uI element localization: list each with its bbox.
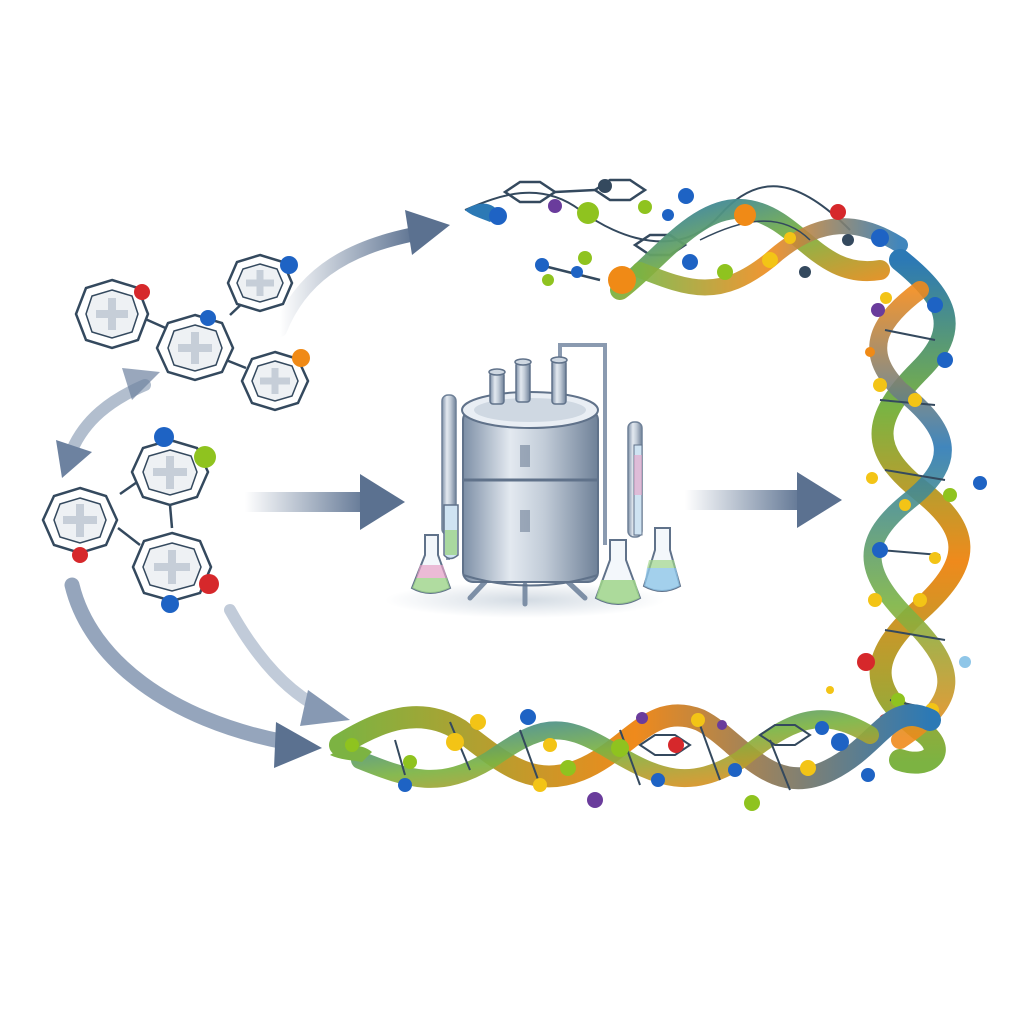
- atom: [154, 427, 174, 447]
- atom: [548, 199, 562, 213]
- molecule-ring: [74, 278, 150, 350]
- atom: [868, 593, 882, 607]
- atom: [857, 653, 875, 671]
- atom: [927, 297, 943, 313]
- left-flask: [410, 534, 452, 594]
- atom: [937, 352, 953, 368]
- atom: [959, 656, 971, 668]
- atom: [577, 202, 599, 224]
- atom: [542, 274, 554, 286]
- dna-helix-right: [857, 249, 987, 774]
- atom: [815, 721, 829, 735]
- atom: [636, 712, 648, 724]
- atom: [866, 472, 878, 484]
- atom: [598, 179, 612, 193]
- atom: [865, 347, 875, 357]
- atom: [678, 188, 694, 204]
- atom: [799, 266, 811, 278]
- right-flask: [594, 539, 642, 605]
- atom: [403, 755, 417, 769]
- atom: [842, 234, 854, 246]
- atom: [762, 252, 778, 268]
- atom: [891, 693, 905, 707]
- atom: [543, 738, 557, 752]
- atom: [913, 593, 927, 607]
- molecule-ring: [41, 486, 119, 555]
- atom: [489, 207, 507, 225]
- atom: [929, 552, 941, 564]
- straight-arrow-to-right-helix: [685, 472, 842, 528]
- atom: [72, 547, 88, 563]
- atom: [651, 773, 665, 787]
- atom: [717, 720, 727, 730]
- far-right-flask: [642, 527, 682, 592]
- atom: [520, 709, 536, 725]
- atom: [744, 795, 760, 811]
- atom: [691, 713, 705, 727]
- atom: [717, 264, 733, 280]
- atom: [861, 768, 875, 782]
- curved-arrow-to-top-helix: [273, 210, 450, 337]
- atom: [826, 686, 834, 694]
- atom: [292, 349, 310, 367]
- atom: [470, 714, 486, 730]
- atom: [872, 542, 888, 558]
- atom: [682, 254, 698, 270]
- atom: [668, 737, 684, 753]
- curved-arrow-inner-lower: [224, 604, 350, 726]
- atom: [943, 488, 957, 502]
- atom: [398, 778, 412, 792]
- atom: [194, 446, 216, 468]
- bioreactor: [385, 343, 682, 618]
- dna-helix-bottom: [329, 686, 941, 811]
- atom: [535, 258, 549, 272]
- curved-arrow-to-bottom-helix: [64, 577, 322, 768]
- atom: [199, 574, 219, 594]
- atom: [899, 499, 911, 511]
- atom: [200, 310, 216, 326]
- atom: [611, 739, 629, 757]
- double-arrow-between-molecules: [56, 368, 160, 478]
- atom: [973, 476, 987, 490]
- atom: [871, 229, 889, 247]
- atom: [734, 204, 756, 226]
- atom: [134, 284, 150, 300]
- atom: [880, 292, 892, 304]
- atom: [728, 763, 742, 777]
- atom: [578, 251, 592, 265]
- atom: [345, 738, 359, 752]
- atom: [533, 778, 547, 792]
- right-tall-tube: [633, 444, 643, 536]
- atom: [831, 733, 849, 751]
- atom: [161, 595, 179, 613]
- molecule-ring: [240, 350, 310, 412]
- molecule-ring: [155, 313, 235, 382]
- atom: [873, 378, 887, 392]
- molecule-ring: [131, 531, 213, 603]
- atom: [280, 256, 298, 274]
- atom: [908, 393, 922, 407]
- atom: [638, 200, 652, 214]
- atom: [830, 204, 846, 220]
- atom: [446, 733, 464, 751]
- molecule-ring: [226, 253, 294, 313]
- atom: [587, 792, 603, 808]
- flow-arrows: [56, 210, 842, 768]
- monomer-molecules: [41, 253, 310, 613]
- molecule-ring: [130, 438, 210, 507]
- atom: [871, 303, 885, 317]
- dna-helix-top: [464, 178, 924, 300]
- atom: [571, 266, 583, 278]
- atom: [560, 760, 576, 776]
- atom: [662, 209, 674, 221]
- atom: [800, 760, 816, 776]
- small-flask: [443, 504, 459, 560]
- atom: [784, 232, 796, 244]
- atom: [608, 266, 636, 294]
- straight-arrow-to-reactor: [245, 474, 405, 530]
